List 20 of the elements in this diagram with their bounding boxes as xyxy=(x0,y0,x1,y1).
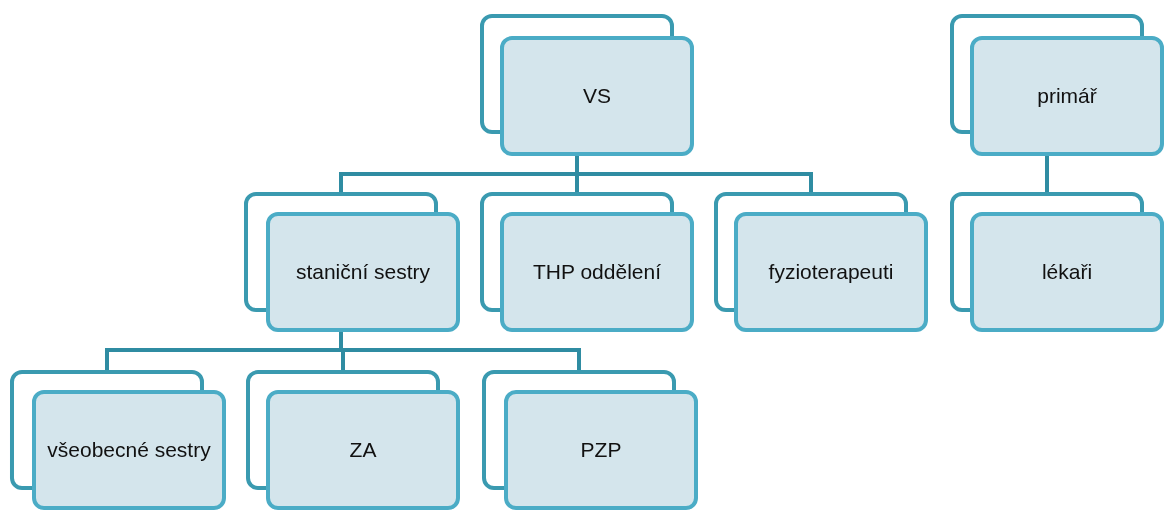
stacked-box xyxy=(480,14,694,156)
node-label: THP oddělení xyxy=(533,259,661,286)
node-label: VS xyxy=(583,83,611,110)
node-label: primář xyxy=(1037,83,1097,110)
node-label: PZP xyxy=(580,437,622,464)
stacked-box xyxy=(244,192,460,332)
stacked-box xyxy=(950,14,1164,156)
stacked-box xyxy=(480,192,694,332)
node-label: staniční sestry xyxy=(295,259,431,286)
node-label: fyzioterapeuti xyxy=(768,259,894,286)
stacked-box xyxy=(950,192,1164,332)
node-label: všeobecné sestry xyxy=(47,437,211,464)
connector-line xyxy=(1045,156,1049,192)
connector-line xyxy=(575,156,813,192)
stacked-box xyxy=(482,370,698,510)
node-label: lékaři xyxy=(1041,259,1093,286)
stacked-box xyxy=(246,370,460,510)
stacked-box xyxy=(714,192,928,332)
stacked-box xyxy=(10,370,226,510)
node-label: ZA xyxy=(349,437,377,464)
